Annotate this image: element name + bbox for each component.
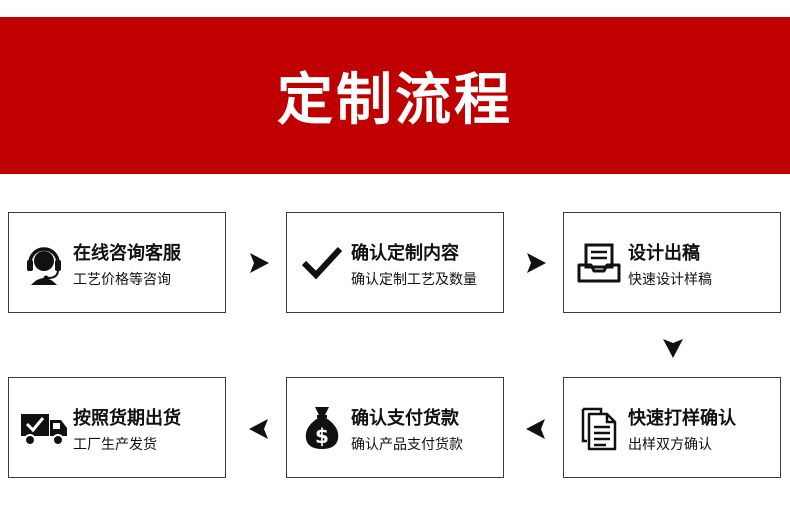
step-desc: 快速设计样稿 [628,272,712,288]
arrow-right-icon [248,252,270,274]
step-sample-confirm: 快速打样确认 出样双方确认 [563,377,781,478]
step-title: 设计出稿 [628,243,700,264]
step-title: 在线咨询客服 [73,243,181,264]
arrow-right-icon [525,252,547,274]
step-desc: 确认产品支付货款 [351,437,463,453]
step-title: 快速打样确认 [628,408,736,429]
arrow-left-icon [248,418,270,440]
arrow-down-icon [662,337,684,359]
step-confirm-content: 确认定制内容 确认定制工艺及数量 [286,212,504,313]
step-design-draft: 设计出稿 快速设计样稿 [563,212,781,313]
page-title: 定制流程 [277,68,513,133]
money-bag-icon: $ [297,404,347,452]
top-strip [0,0,790,17]
step-desc: 出样双方确认 [628,437,712,453]
step-desc: 确认定制工艺及数量 [351,272,477,288]
headset-icon [19,239,69,287]
step-desc: 工艺价格等咨询 [73,272,171,288]
step-online-consult: 在线咨询客服 工艺价格等咨询 [8,212,226,313]
step-title: 确认定制内容 [351,243,459,264]
step-ship: 按照货期出货 工厂生产发货 [8,377,226,478]
delivery-truck-icon [19,404,69,452]
step-payment: $ 确认支付货款 确认产品支付货款 [286,377,504,478]
step-title: 按照货期出货 [73,408,181,429]
documents-icon [574,404,624,452]
checkmark-icon [297,239,347,287]
inbox-tray-icon [574,239,624,287]
arrow-left-icon [525,418,547,440]
header-banner: 定制流程 [0,17,790,174]
step-title: 确认支付货款 [351,408,459,429]
step-desc: 工厂生产发货 [73,437,157,453]
svg-text:$: $ [315,424,329,448]
